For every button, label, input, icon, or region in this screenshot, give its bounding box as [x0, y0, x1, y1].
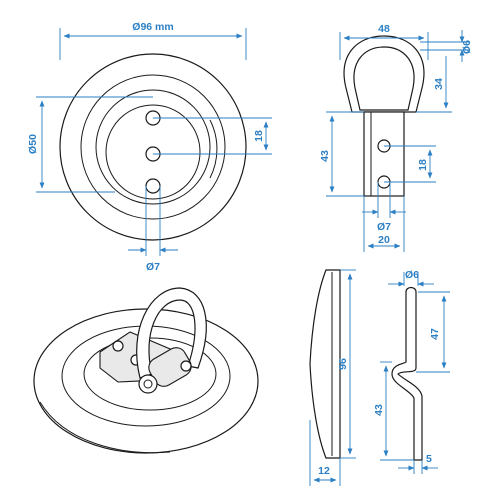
persp-d-ring-outer — [136, 287, 207, 379]
side-ring-inner — [353, 46, 415, 111]
persp-ring-pin — [180, 360, 192, 372]
label-side-ring-thickness: Ø6 — [461, 40, 473, 54]
label-clip-wire: Ø6 — [405, 269, 419, 281]
profile-view — [309, 269, 341, 459]
label-side-hole-diameter: Ø7 — [377, 221, 391, 233]
label-clip-lower: 43 — [373, 404, 385, 416]
label-clip-thickness: 5 — [426, 453, 432, 465]
label-top-hole-spacing: 18 — [253, 130, 265, 142]
label-top-diameter: Ø96 mm — [132, 21, 173, 33]
profile-view-dimensions — [309, 269, 356, 486]
label-side-ring-height: 34 — [433, 78, 445, 90]
top-view — [59, 53, 247, 241]
label-clip-upper: 47 — [429, 328, 441, 340]
perspective-view — [33, 287, 259, 454]
side-view — [343, 35, 425, 197]
top-view-dimensions — [36, 28, 272, 256]
top-hole-3 — [145, 178, 161, 194]
label-profile-height: 96 — [337, 358, 349, 370]
persp-ring-knuckle-inner — [143, 379, 153, 389]
top-hub — [105, 104, 201, 200]
label-side-width: 48 — [378, 23, 390, 35]
top-middle-rim — [80, 74, 226, 220]
label-side-hole-spacing: 18 — [417, 159, 429, 171]
clip-view — [391, 286, 423, 461]
persp-ring-knuckle — [138, 374, 158, 394]
profile-body — [309, 269, 341, 459]
persp-bottom-shade — [39, 401, 171, 454]
label-side-plate-height: 43 — [319, 150, 331, 162]
top-inner-rim — [95, 89, 211, 205]
top-highlight-arc — [209, 119, 218, 179]
clip-wire — [391, 286, 423, 461]
persp-plate-hole-1 — [112, 340, 124, 352]
label-top-inner-diameter: Ø50 — [27, 134, 39, 154]
label-profile-depth: 12 — [318, 465, 330, 477]
clip-view-dimensions — [380, 272, 450, 474]
side-view-dimensions — [326, 30, 470, 252]
label-top-hole-diameter: Ø7 — [146, 261, 160, 273]
label-side-plate-width: 20 — [378, 234, 390, 246]
